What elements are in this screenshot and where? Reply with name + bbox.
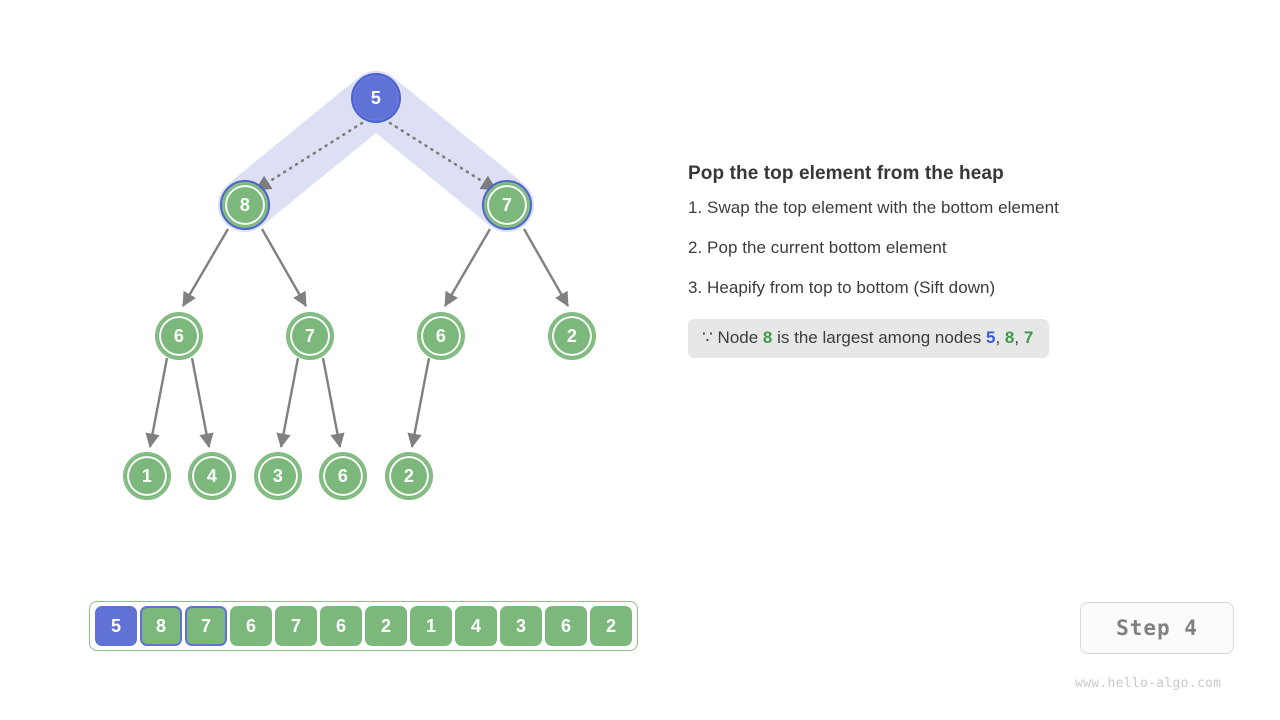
reason-lead: Node	[712, 328, 763, 347]
array-cell-7: 1	[410, 606, 452, 646]
tree-edge-group-level3	[145, 357, 431, 448]
instruction-step-3: 3. Heapify from top to bottom (Sift down…	[688, 278, 996, 297]
array-cell-8: 4	[455, 606, 497, 646]
tree-node-value: 8	[239, 194, 251, 215]
array-cell-11: 2	[590, 606, 632, 646]
array-cell-6: 2	[365, 606, 407, 646]
reason-sep-2: ,	[1014, 328, 1024, 347]
tree-edges-svg	[145, 71, 570, 448]
tree-node-n4: 7	[286, 312, 334, 360]
tree-node-n0: 5	[351, 73, 401, 123]
tree-node-n6: 2	[548, 312, 596, 360]
array-cell-10: 6	[545, 606, 587, 646]
tree-node-value: 7	[304, 325, 316, 346]
because-symbol: ∵	[702, 328, 713, 347]
reason-candidate-3: 7	[1023, 328, 1034, 347]
page-title: Pop the top element from the heap	[688, 163, 1004, 184]
reason-callout: ∵ Node 8 is the largest among nodes 5, 8…	[688, 319, 1050, 358]
array-cell-9: 3	[500, 606, 542, 646]
site-watermark: www.hello-algo.com	[1075, 676, 1222, 691]
tree-node-value: 6	[337, 465, 349, 486]
tree-node-value: 4	[206, 465, 218, 486]
tree-node-value: 2	[403, 465, 415, 486]
tree-node-n5: 6	[417, 312, 465, 360]
tree-node-value: 6	[173, 325, 185, 346]
array-cell-5: 6	[320, 606, 362, 646]
tree-node-value: 3	[272, 465, 284, 486]
tree-node-value: 5	[370, 87, 382, 108]
array-cell-2: 7	[185, 606, 227, 646]
tree-node-n7: 1	[123, 452, 171, 500]
tree-node-value: 7	[501, 194, 513, 215]
binary-tree-diagram: 5 8 7 6 7 6 2 1 4 3 6 2	[0, 0, 680, 560]
reason-candidate-2: 8	[1004, 328, 1015, 347]
reason-subject-node: 8	[762, 328, 773, 347]
tree-node-n10: 6	[319, 452, 367, 500]
explanation-panel: Pop the top element from the heap 1. Swa…	[688, 163, 1248, 358]
tree-node-value: 6	[435, 325, 447, 346]
instruction-step-1: 1. Swap the top element with the bottom …	[688, 198, 1059, 217]
reason-middle: is the largest among nodes	[772, 328, 986, 347]
step-badge: Step 4	[1080, 602, 1234, 654]
tree-node-n8: 4	[188, 452, 236, 500]
tree-node-n11: 2	[385, 452, 433, 500]
array-cell-1: 8	[140, 606, 182, 646]
swap-arrow-group	[254, 121, 498, 192]
tree-edge-group-level2	[181, 228, 570, 307]
tree-node-value: 2	[566, 325, 578, 346]
reason-candidate-1: 5	[985, 328, 996, 347]
tree-node-n9: 3	[254, 452, 302, 500]
array-cell-3: 6	[230, 606, 272, 646]
instruction-step-2: 2. Pop the current bottom element	[688, 238, 947, 257]
tree-node-value: 1	[141, 465, 153, 486]
tree-node-n2: 7	[482, 180, 532, 230]
reason-sep-1: ,	[995, 328, 1005, 347]
tree-node-n1: 8	[220, 180, 270, 230]
tree-node-n3: 6	[155, 312, 203, 360]
array-cell-0: 5	[95, 606, 137, 646]
array-cell-4: 7	[275, 606, 317, 646]
